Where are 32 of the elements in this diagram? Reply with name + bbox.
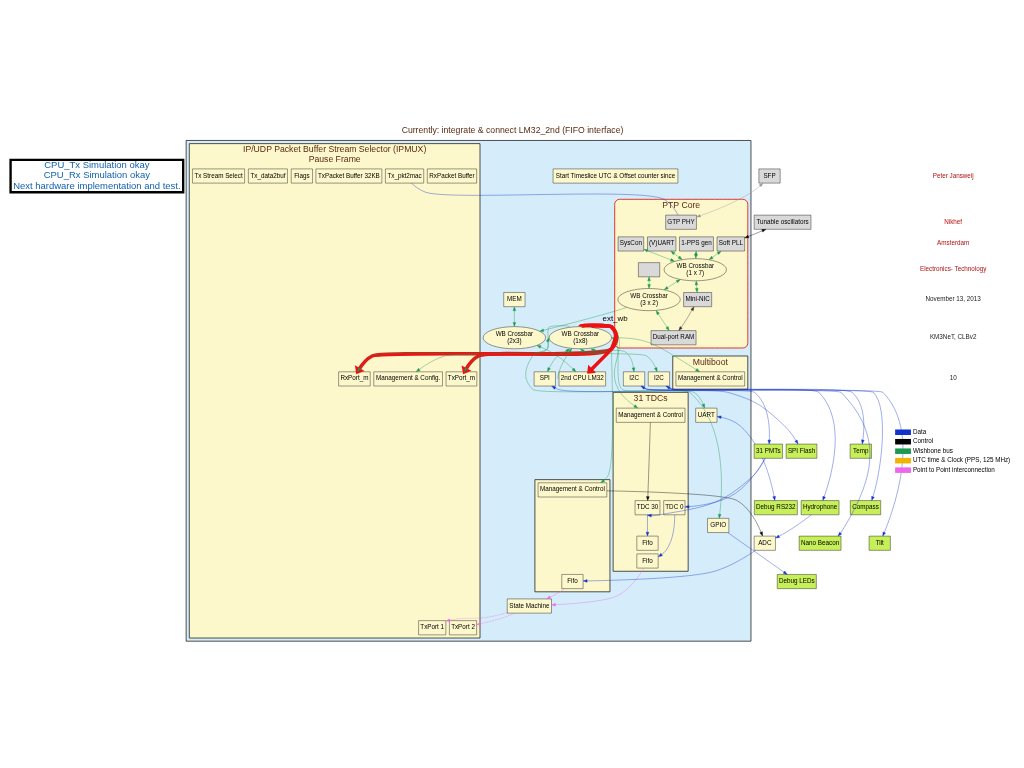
arrow — [665, 385, 883, 501]
arrow — [663, 278, 680, 290]
arrow — [695, 182, 763, 217]
arrow — [647, 276, 651, 289]
arrow — [727, 531, 787, 575]
arrow — [582, 549, 756, 582]
arrow — [643, 248, 675, 261]
arrow — [551, 385, 798, 444]
arrow — [445, 612, 507, 622]
arrow — [550, 567, 644, 606]
arrow — [655, 309, 669, 331]
arrow — [657, 514, 675, 557]
arrow — [744, 228, 766, 238]
connector — [410, 182, 678, 215]
node-box: CPU_Tx Simulation okay CPU_Rx Simulation okay Next hardware implementation and test. — [8, 158, 184, 193]
arrow — [708, 250, 721, 260]
arrow — [645, 514, 649, 536]
arrow — [640, 385, 835, 501]
arrow — [476, 612, 515, 625]
arrow — [684, 457, 765, 508]
diagram-title: Currently: integrate & connect LM32_2nd (FIFO interface) — [401, 124, 623, 135]
arrow — [694, 280, 698, 292]
node-box — [637, 261, 660, 277]
arrow — [545, 588, 565, 599]
arrow — [645, 421, 651, 501]
arrow — [640, 385, 771, 444]
edge-label: ext_wb — [602, 313, 628, 323]
arrow — [774, 514, 812, 538]
arrow — [665, 385, 864, 444]
arrow — [670, 250, 682, 260]
arrow — [678, 306, 694, 331]
arrow — [512, 306, 516, 327]
